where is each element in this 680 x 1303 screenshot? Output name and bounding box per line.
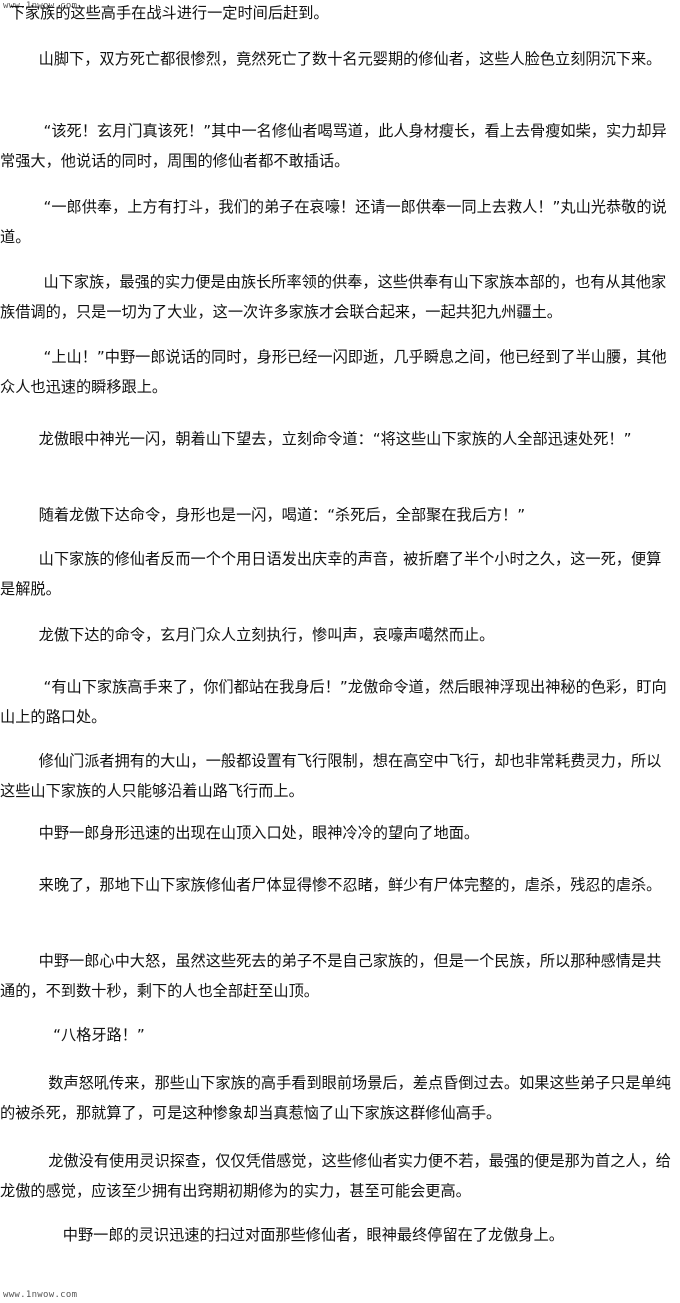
paragraph-8: 随着龙傲下达命令，身形也是一闪，喝道：“杀死后，全部聚在我后方！” [0, 506, 526, 524]
paragraph-4: “一郎供奉，上方有打斗，我们的弟子在哀嚎！还请一郎供奉一同上去救人！”丸山光恭敬… [0, 198, 667, 246]
paragraph-2: 山脚下，双方死亡都很惨烈，竟然死亡了数十名元婴期的修仙者，这些人脸色立刻阴沉下来… [0, 50, 662, 68]
paragraph-3: “该死！玄月门真该死！”其中一名修仙者喝骂道，此人身材瘦长，看上去骨瘦如柴，实力… [0, 122, 667, 170]
paragraph-15: 中野一郎心中大怒，虽然这些死去的弟子不是自己家族的，但是一个民族，所以那种感情是… [0, 952, 662, 1000]
watermark-top: www.1nwow.com [3, 1, 78, 11]
paragraph-9: 山下家族的修仙者反而一个个用日语发出庆幸的声音，被折磨了半个小时之久，这一死，便… [0, 550, 662, 598]
paragraph-13: 中野一郎身形迅速的出现在山顶入口处，眼神冷冷的望向了地面。 [0, 824, 480, 842]
paragraph-14: 来晚了，那地下山下家族修仙者尸体显得惨不忍睹，鲜少有尸体完整的，虐杀，残忍的虐杀… [0, 876, 662, 894]
paragraph-5: 山下家族，最强的实力便是由族长所率领的供奉，这些供奉有山下家族本部的，也有从其他… [0, 273, 667, 321]
paragraph-16: “八格牙路！” [0, 1026, 145, 1044]
paragraph-12: 修仙门派者拥有的大山，一般都设置有飞行限制，想在高空中飞行，却也非常耗费灵力，所… [0, 752, 662, 800]
paragraph-18: 龙傲没有使用灵识探查，仅仅凭借感觉，这些修仙者实力便不若，最强的便是那为首之人，… [0, 1152, 671, 1200]
paragraph-6: “上山！”中野一郎说话的同时，身形已经一闪即逝，几乎瞬息之间，他已经到了半山腰，… [0, 348, 667, 396]
paragraph-1: 下家族的这些高手在战斗进行一定时间后赶到。 [0, 4, 329, 22]
watermark-bottom: www.1nwow.com [3, 1290, 78, 1300]
paragraph-11: “有山下家族高手来了，你们都站在我身后！”龙傲命令道，然后眼神浮现出神秘的色彩，… [0, 678, 667, 726]
paragraph-7: 龙傲眼中神光一闪，朝着山下望去，立刻命令道：“将这些山下家族的人全部迅速处死！” [0, 430, 632, 448]
paragraph-17: 数声怒吼传来，那些山下家族的高手看到眼前场景后，差点昏倒过去。如果这些弟子只是单… [0, 1074, 671, 1122]
paragraph-10: 龙傲下达的命令，玄月门众人立刻执行，惨叫声，哀嚎声噶然而止。 [0, 626, 495, 644]
paragraph-19: 中野一郎的灵识迅速的扫过对面那些修仙者，眼神最终停留在了龙傲身上。 [0, 1226, 564, 1244]
